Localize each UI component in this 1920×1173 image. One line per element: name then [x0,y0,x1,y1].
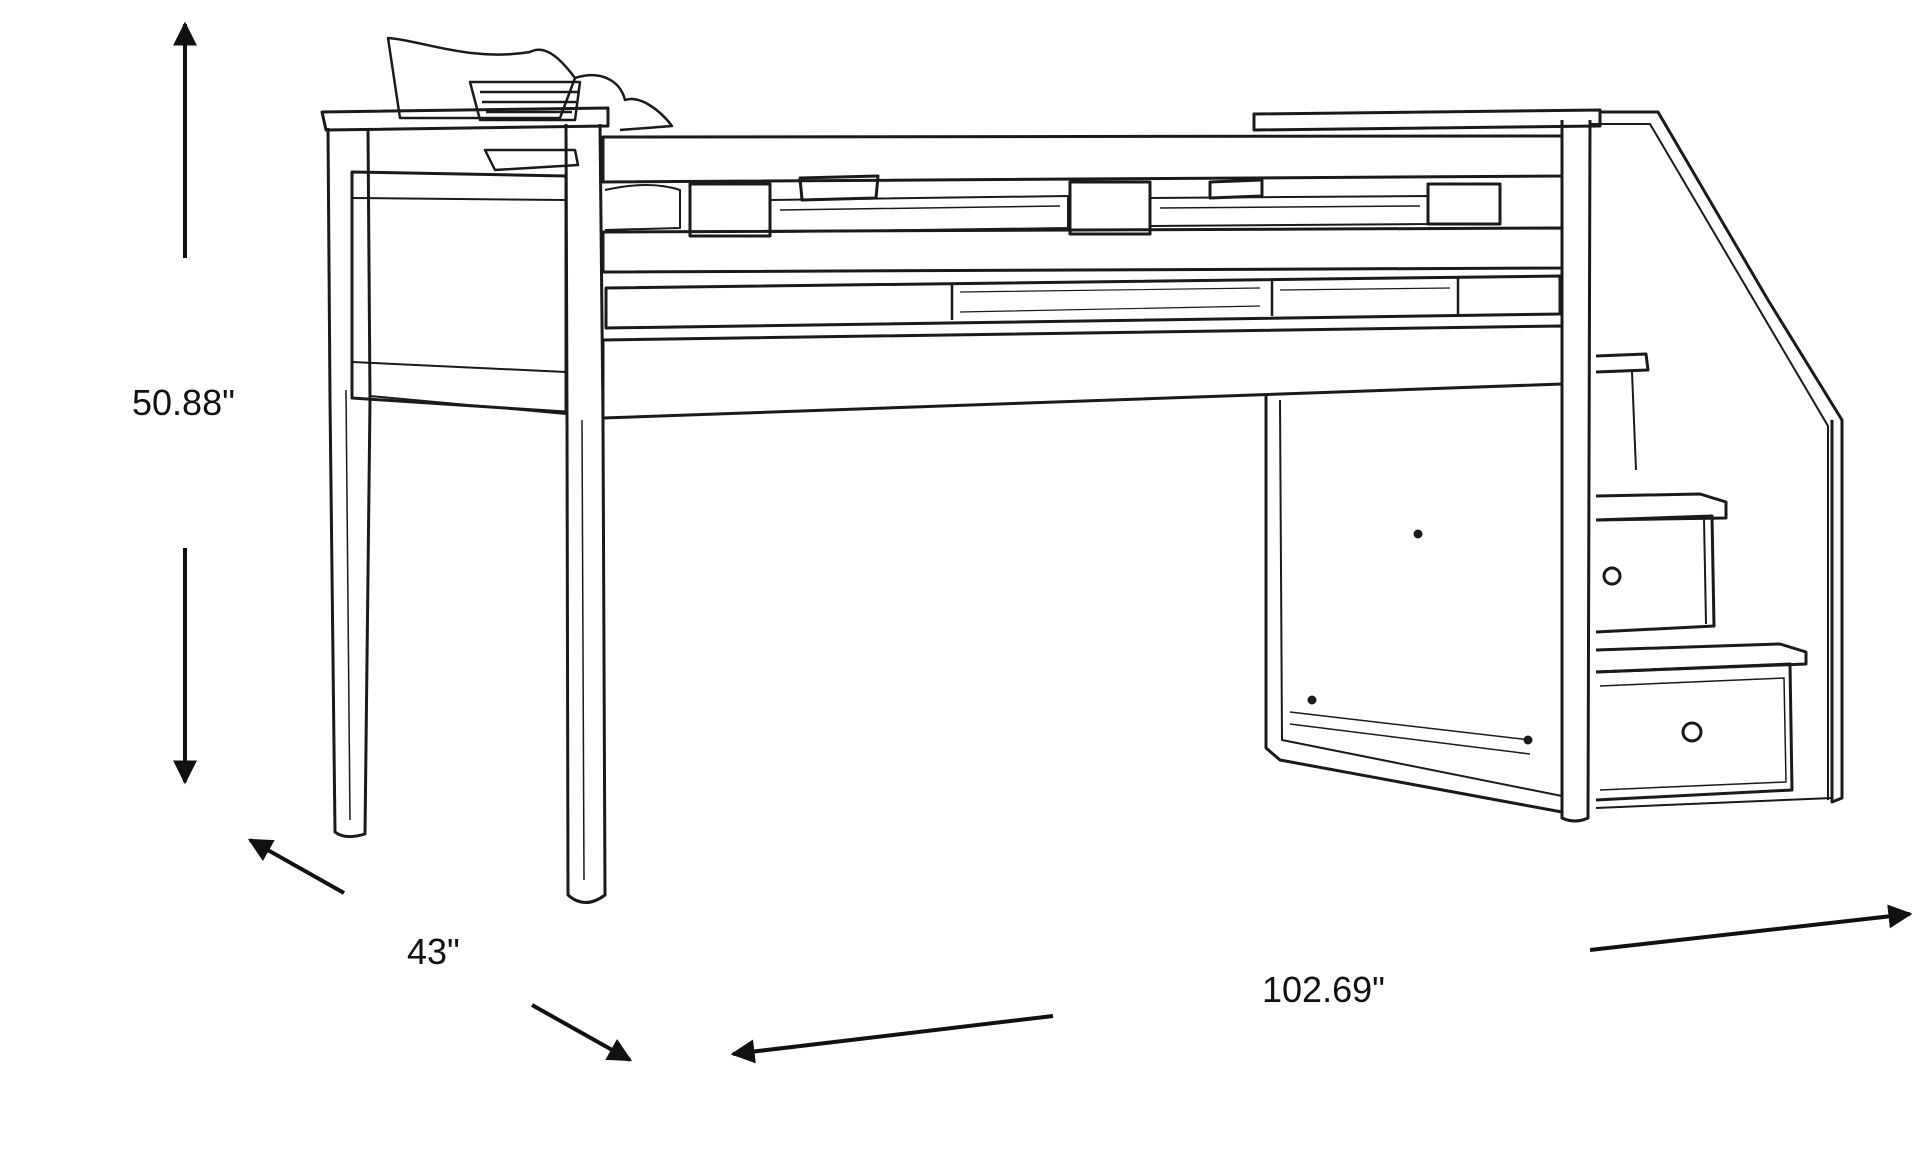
storage-cabinet [1264,394,1563,814]
width-arrow-right [1589,904,1913,952]
stair-rail [1600,110,1844,804]
head-end-panel [350,170,568,414]
pillow [386,36,674,172]
step-unit-front-post [1560,119,1592,823]
depth-dimension-arrows [247,838,633,1062]
loft-bed [320,36,1844,904]
depth-arrow-front [531,1003,633,1062]
depth-arrow-back [247,838,345,895]
width-arrow-left [730,1014,1054,1064]
width-dimension-label: 102.69" [1262,969,1385,1010]
rear-left-post [326,127,372,839]
guard-rail-top [601,134,1564,184]
depth-dimension-label: 43" [407,931,460,972]
decor-strip [604,274,1562,330]
step-middle [1595,492,1728,522]
step-unit-back-post [1252,108,1602,132]
mattress [604,184,1429,233]
drawer-upper [1595,514,1716,634]
drawer-lower [1595,662,1794,802]
step-top [1595,352,1650,374]
drawer-knob-upper [1602,566,1622,586]
head-top-rail [320,106,610,132]
width-dimension-arrows [730,904,1913,1064]
height-dimension-label: 50.88" [132,382,235,423]
lower-rail [601,324,1564,420]
front-left-post [564,123,607,904]
drawer-knob-lower [1681,721,1703,743]
